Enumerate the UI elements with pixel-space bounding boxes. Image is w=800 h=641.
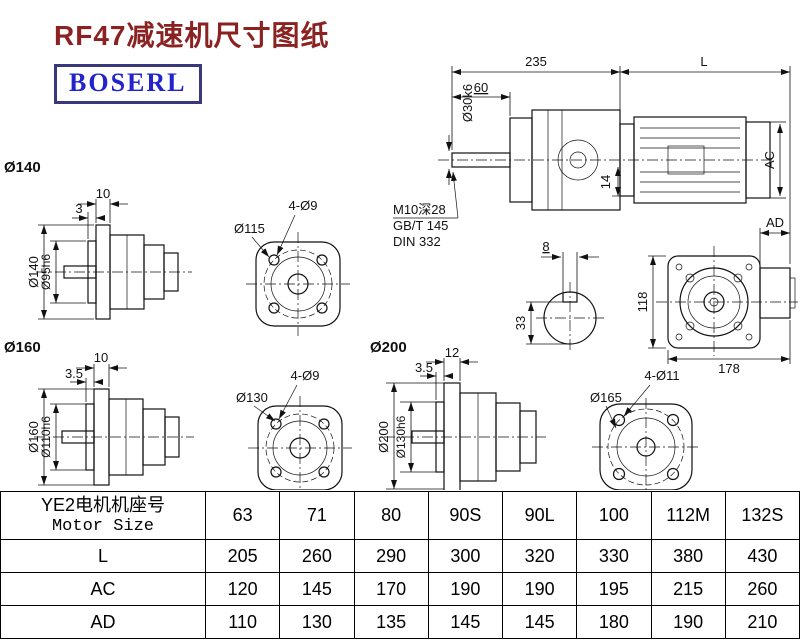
thread-note-line1: M10深28 <box>393 202 446 217</box>
dim-33: 33 <box>513 316 528 330</box>
value-cell: 130 <box>279 605 355 639</box>
value-cell: 215 <box>650 572 726 606</box>
holes-label-200: 4-Ø11 <box>644 368 679 383</box>
table-row-AD: AD 110 130 135 145 145 180 190 210 <box>0 605 800 639</box>
gearmotor-side-view: 235 L 60 Ø30k6 AC 14 M10深28 GB/T 145 DIN… <box>393 54 791 264</box>
dim-8-keyway: 8 <box>542 239 549 254</box>
dim-od-140: Ø140 <box>26 256 41 288</box>
row-label: AC <box>0 572 206 606</box>
flange-140-label: Ø140 <box>4 159 41 176</box>
flange-200-side-view: Ø200 12 3.5 Ø200 <box>370 339 546 490</box>
value-cell: 180 <box>576 605 652 639</box>
value-cell: 190 <box>501 572 578 606</box>
value-cell: 145 <box>427 605 504 639</box>
dim-AC: AC <box>762 151 777 169</box>
value-cell: 260 <box>724 572 800 606</box>
value-cell: 170 <box>353 572 429 606</box>
value-cell: 210 <box>724 605 800 639</box>
boserl-logo: BOSERL <box>54 64 202 104</box>
dim-pilot-140: Ø95h6 <box>39 254 53 290</box>
holes-label-140: 4-Ø9 <box>289 198 318 213</box>
flange-140-front-view: 4-Ø9 Ø115 <box>234 198 350 336</box>
size-cell: 112M <box>650 491 726 540</box>
size-cell: 132S <box>724 491 800 540</box>
dim-10-160: 10 <box>94 350 108 365</box>
flange-200-label: Ø200 <box>370 339 407 356</box>
rear-view: AD 118 178 <box>635 215 798 376</box>
dim-3-5-160: 3.5 <box>65 366 83 381</box>
table-row-L: L 205 260 290 300 320 330 380 430 <box>0 539 800 573</box>
thread-note-line3: DIN 332 <box>393 234 441 249</box>
bolt-circle-label-160: Ø130 <box>236 390 268 405</box>
value-cell: 190 <box>427 572 504 606</box>
value-cell: 145 <box>279 572 355 606</box>
size-cell: 80 <box>353 491 429 540</box>
value-cell: 145 <box>501 605 578 639</box>
dim-235: 235 <box>525 54 547 69</box>
shaft-end-view: 8 33 <box>513 239 604 352</box>
size-cell: 71 <box>279 491 355 540</box>
shaft-diameter-label: Ø30k6 <box>460 84 475 122</box>
value-cell: 120 <box>204 572 281 606</box>
value-cell: 290 <box>353 539 429 573</box>
flange-160-front-view: 4-Ø9 Ø130 <box>236 368 352 490</box>
value-cell: 430 <box>724 539 800 573</box>
dim-od-160: Ø160 <box>26 421 41 453</box>
row-label: L <box>0 539 206 573</box>
dim-178: 178 <box>718 361 740 376</box>
flange-160-label: Ø160 <box>4 339 41 356</box>
table-row-header: YE2电机机座号 Motor Size 63 71 80 90S 90L 100… <box>0 491 800 540</box>
dim-AD: AD <box>766 215 784 230</box>
flange-140-side-view: Ø140 10 3 Ø140 <box>4 159 192 320</box>
table-header-cn: YE2电机机座号 <box>40 494 166 515</box>
value-cell: 205 <box>204 539 281 573</box>
dim-od-200: Ø200 <box>376 421 391 453</box>
size-cell: 90L <box>501 491 578 540</box>
value-cell: 195 <box>576 572 652 606</box>
value-cell: 300 <box>427 539 504 573</box>
dim-pilot-160: Ø110h6 <box>39 416 53 458</box>
value-cell: 320 <box>501 539 578 573</box>
table-header-en: Motor Size <box>51 517 155 537</box>
dim-12-200: 12 <box>445 345 459 360</box>
motor-size-table: YE2电机机座号 Motor Size 63 71 80 90S 90L 100… <box>0 491 800 639</box>
value-cell: 110 <box>204 605 281 639</box>
dim-14: 14 <box>598 175 613 189</box>
dim-3-5-200: 3.5 <box>415 360 433 375</box>
dim-118: 118 <box>635 292 650 313</box>
table-header-cell: YE2电机机座号 Motor Size <box>0 491 206 540</box>
dim-60: 60 <box>474 80 488 95</box>
holes-label-160: 4-Ø9 <box>291 368 320 383</box>
dim-10-140: 10 <box>96 186 110 201</box>
flange-160-side-view: Ø160 10 3.5 Ø160 <box>4 339 194 486</box>
size-cell: 90S <box>427 491 504 540</box>
bolt-circle-label-200: Ø165 <box>590 390 622 405</box>
technical-drawing: 235 L 60 Ø30k6 AC 14 M10深28 GB/T 145 DIN… <box>4 54 798 490</box>
size-cell: 100 <box>576 491 652 540</box>
thread-note-line2: GB/T 145 <box>393 218 448 233</box>
bolt-circle-label-140: Ø115 <box>234 221 265 236</box>
value-cell: 260 <box>279 539 355 573</box>
page-title: RF47减速机尺寸图纸 <box>54 20 330 51</box>
row-label: AD <box>0 605 206 639</box>
value-cell: 190 <box>650 605 726 639</box>
dim-3-140: 3 <box>75 201 82 216</box>
value-cell: 330 <box>576 539 652 573</box>
dim-pilot-200: Ø130h6 <box>394 415 408 458</box>
dim-L: L <box>700 54 707 69</box>
flange-200-front-view: 4-Ø11 Ø165 <box>590 368 700 490</box>
value-cell: 380 <box>650 539 726 573</box>
value-cell: 135 <box>353 605 429 639</box>
size-cell: 63 <box>204 491 281 540</box>
table-row-AC: AC 120 145 170 190 190 195 215 260 <box>0 572 800 606</box>
